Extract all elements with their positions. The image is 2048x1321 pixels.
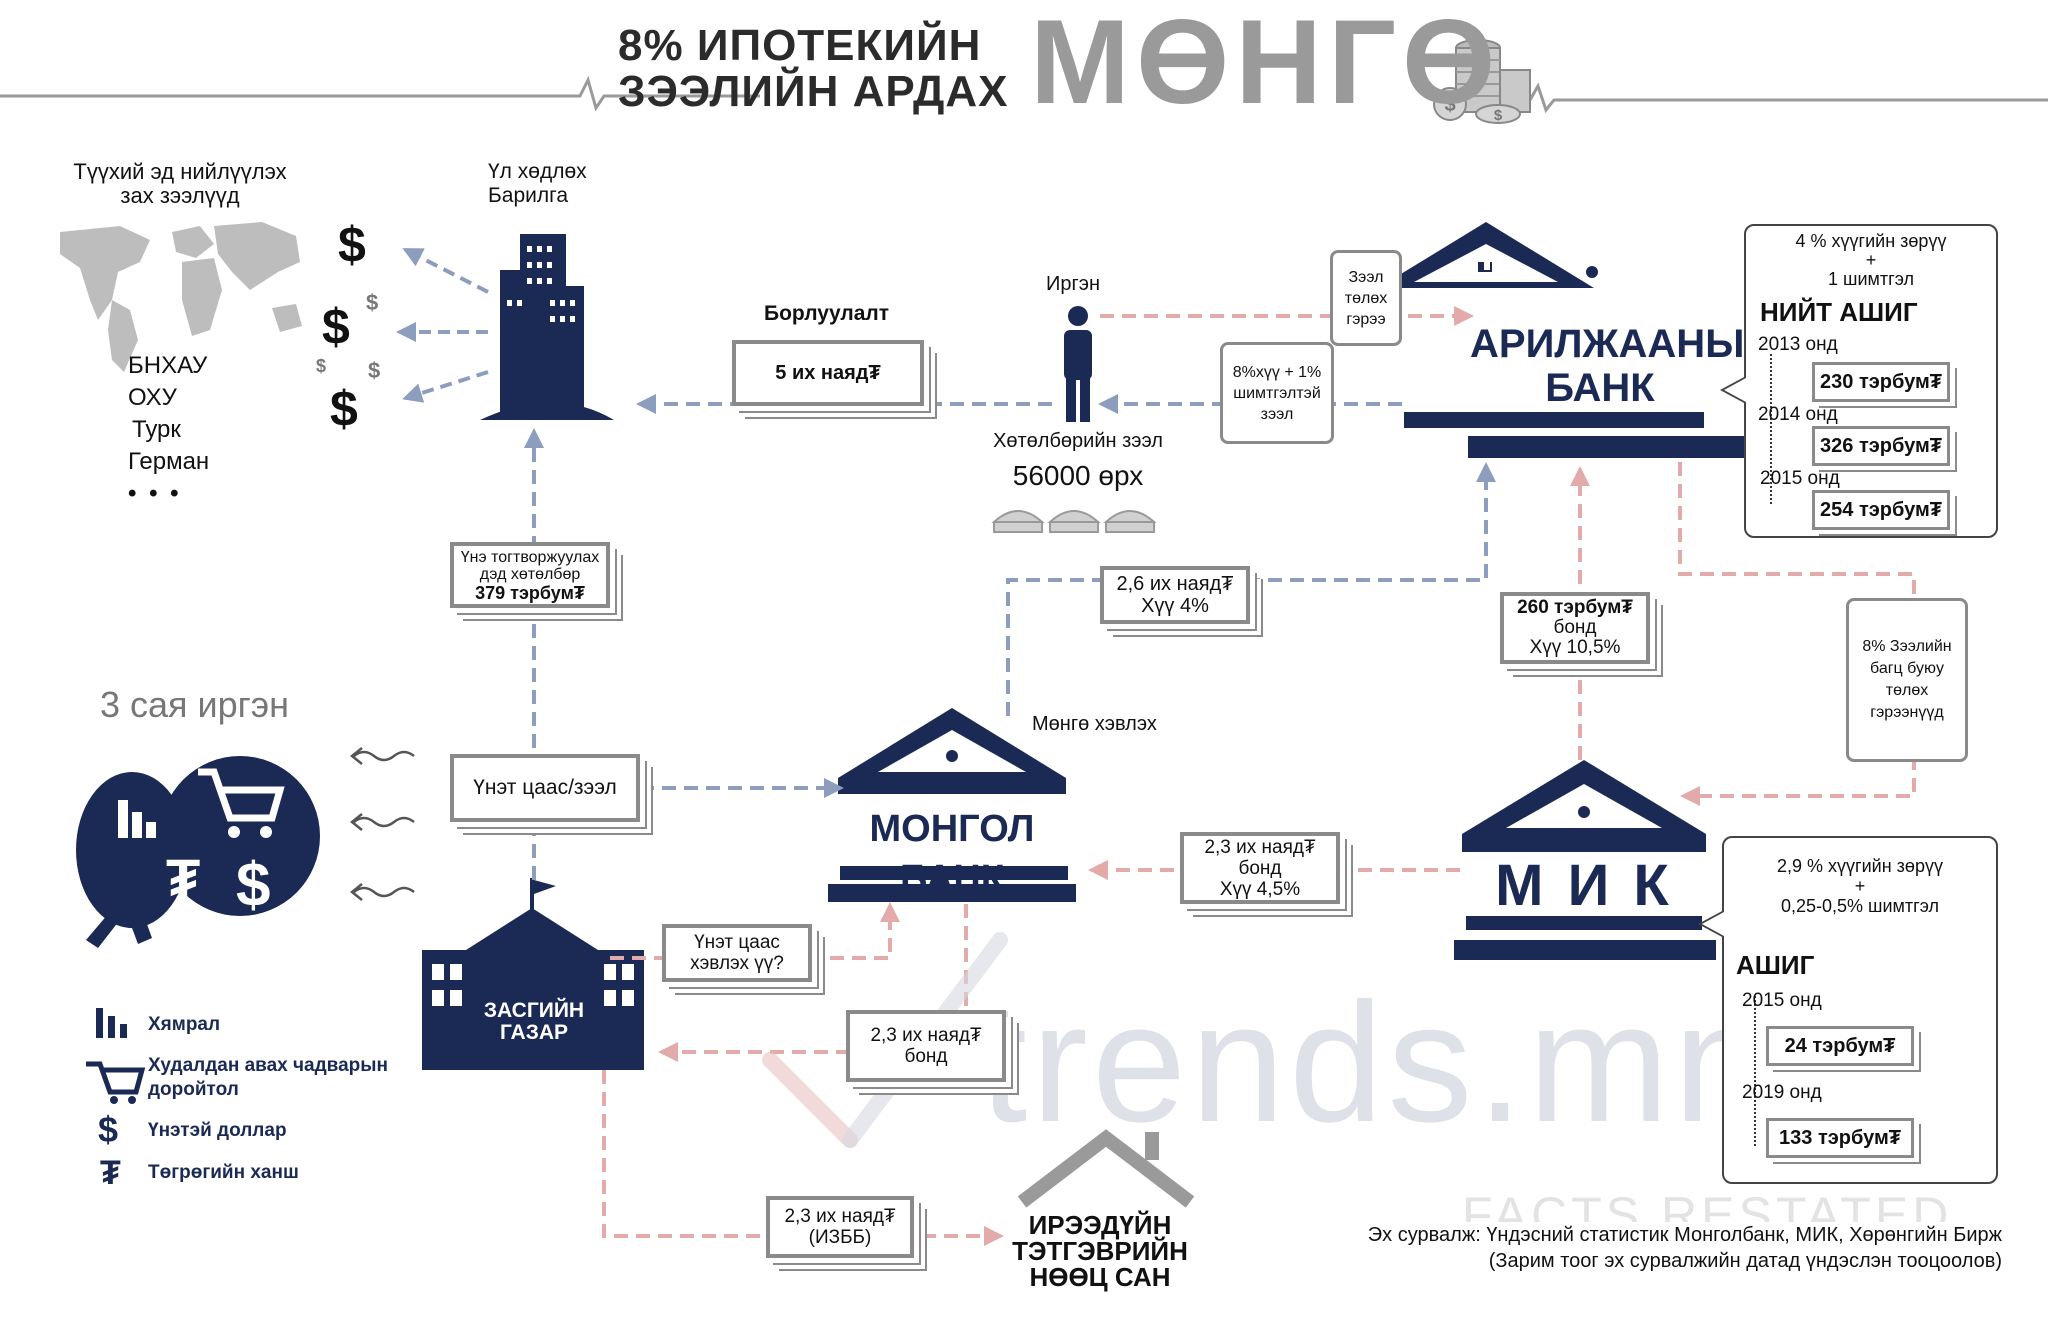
mongol-bank-icon (828, 708, 1076, 902)
construction-title: Үл хөдлөх Барилга (488, 160, 587, 207)
header-big-word: МӨНГӨ (1030, 0, 1502, 129)
svg-text:₮: ₮ (166, 847, 200, 910)
country-item: Герман (128, 448, 210, 475)
crisis-bag-icon: ₮ $ (76, 756, 320, 948)
country-list: БНХАУ ОХУ Турк Герман • • • (128, 350, 209, 510)
svg-text:$: $ (1444, 94, 1455, 116)
pension-fund-label: ИРЭЭДҮЙН ТЭТГЭВРИЙН НӨӨЦ САН (1012, 1210, 1188, 1292)
commodities-title: Түүхий эд нийлүүлэх зах зээлүүд (73, 159, 287, 208)
svg-text:$: $ (330, 381, 358, 437)
svg-text:$: $ (316, 356, 326, 376)
svg-text:$: $ (368, 358, 380, 383)
securities-card: Үнэт цаас/зээл (450, 754, 640, 822)
mik-icon (1454, 760, 1716, 960)
legend-expensive-dollar: Үнэтэй доллар (148, 1120, 287, 1141)
mik-profit-box: 2,9 % хүүгийн зөрүү + 0,25-0,5% шимтгэл … (1722, 836, 1998, 1184)
pension-card: 2,3 их наяд₮ (ИЗББ) (766, 1196, 914, 1258)
citizen-icon (1064, 306, 1092, 422)
source-note: Эх сурвалж: Үндэсний статистик Монголбан… (1361, 1222, 2002, 1274)
country-item: Турк (132, 416, 181, 443)
sales-label: Борлуулалт (764, 302, 890, 325)
header-line-left (0, 75, 760, 112)
bank-value-2014: 326 тэрбум₮ (1812, 426, 1950, 466)
bank-value-2013: 230 тэрбум₮ (1812, 362, 1950, 402)
legend-icons: $ ₮ (86, 1008, 146, 1192)
mik-to-mb-card: 2,3 их наяд₮ бонд Хүү 4,5% (1180, 832, 1340, 904)
mik-value-2015: 24 тэрбум₮ (1766, 1026, 1914, 1066)
legend-exchange-rate: Төгрөгийн ханш (148, 1162, 299, 1183)
mik-year-2015: 2015 онд (1742, 990, 1822, 1011)
three-million-label: 3 сая иргэн (100, 684, 290, 725)
svg-text:$: $ (322, 299, 350, 355)
bank-profit-box: 4 % хүүгийн зөрүү + 1 шимтгэл НИЙТ АШИГ … (1744, 224, 1998, 538)
citizen-label: Иргэн (1046, 273, 1101, 295)
skyscraper-icon (480, 234, 614, 420)
bank-value-2015: 254 тэрбум₮ (1812, 490, 1950, 530)
mik-label: М И К (1495, 853, 1673, 918)
dollar-cluster-icons: $ $ $ $ $ $ (316, 217, 380, 437)
government-icon (422, 878, 644, 1070)
header-line-right (1500, 82, 2048, 114)
svg-text:₮: ₮ (100, 1154, 121, 1192)
country-more: • • • (128, 480, 182, 507)
country-item: БНХАУ (128, 352, 208, 379)
country-item: ОХУ (128, 384, 177, 411)
svg-text:$: $ (1494, 107, 1503, 124)
stabilization-card: Үнэ тогтворжуулах дэд хөтөлбөр 379 тэрбу… (450, 542, 610, 608)
loan-terms-doc: 8%хүү + 1% шимтгэлтэй зээл (1220, 342, 1334, 444)
header-line-2: ЗЭЭЛИЙН АРДАХ (618, 67, 1009, 116)
mik-year-2019: 2019 онд (1742, 1082, 1822, 1103)
loan-package-doc: 8% Зээлийн багц буюу төлөх гэрээнүүд (1846, 598, 1968, 762)
bank-year-2013: 2013 онд (1758, 334, 1838, 355)
government-label: ЗАСГИЙН ГАЗАР (483, 999, 585, 1044)
coin-stack-icon: $ $ (1433, 39, 1531, 124)
bank-year-2015: 2015 онд (1760, 468, 1840, 489)
legend-purchasing-power: Худалдан авах чадварын доройтол (148, 1055, 388, 1100)
legend-crisis: Хямрал (148, 1014, 221, 1035)
print-question-card: Үнэт цаас хэвлэх үү? (662, 924, 812, 982)
households-value: 56000 өрх (1012, 460, 1144, 491)
print-money-label: Мөнгө хэвлэх (1032, 713, 1157, 735)
dev-loan-label: Хөтөлбөрийн зээл (993, 430, 1163, 452)
loan-contract-doc: Зээл төлөх гэрээ (1330, 250, 1402, 346)
world-map-icon (60, 222, 302, 372)
bank-profit-heading: НИЙТ АШИГ (1760, 297, 1918, 327)
header-line-1: 8% ИПОТЕКИЙН (618, 21, 982, 70)
mongol-bank-label: МОНГОЛ БАНК (869, 808, 1035, 900)
watermark-brand: trends.mn (980, 968, 1772, 1158)
commercial-bank-label: АРИЛЖААНЫ БАНК (1470, 322, 1745, 410)
mik-profit-heading: АШИГ (1736, 950, 1815, 980)
sales-amount-card: 5 их наяд₮ (732, 340, 924, 406)
bank-year-2014: 2014 онд (1758, 404, 1838, 425)
pension-house-icon (1017, 1129, 1195, 1208)
wave-arrows-icons (349, 747, 415, 901)
yurt-icons (991, 510, 1157, 533)
svg-text:$: $ (98, 1109, 118, 1150)
svg-text:$: $ (338, 217, 366, 273)
mb-to-bank-card: 2,6 их наяд₮ Хүү 4% (1100, 566, 1250, 624)
gov-bond-card: 2,3 их наяд₮ бонд (846, 1010, 1006, 1082)
bond-260-card: 260 тэрбум₮ бонд Хүү 10,5% (1500, 592, 1650, 664)
svg-text:$: $ (366, 290, 378, 315)
mik-value-2019: 133 тэрбум₮ (1766, 1118, 1914, 1158)
svg-text:$: $ (236, 851, 270, 920)
